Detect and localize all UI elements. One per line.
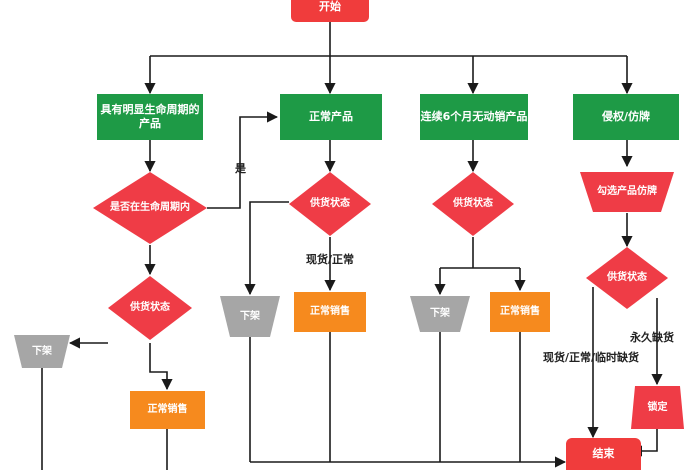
edge-label-yes: 是 bbox=[235, 162, 246, 175]
start-node bbox=[291, 0, 369, 22]
supply-status-label-infringe: 供货状态 bbox=[607, 272, 647, 283]
in-lifecycle-label: 是否在生命周期内 bbox=[110, 202, 190, 213]
lock-label: 锁定 bbox=[647, 401, 668, 413]
supply-status-decision-lifecycle bbox=[108, 276, 192, 340]
supply-status-decision-infringe bbox=[586, 247, 668, 309]
lifecycle-product-node bbox=[97, 94, 203, 140]
check-imitation-label: 勾选产品仿牌 bbox=[597, 186, 657, 197]
normal-sale-label-a: 正常销售 bbox=[147, 404, 188, 415]
supply-status-label-lifecycle: 供货状态 bbox=[130, 302, 170, 313]
infringement-node bbox=[573, 94, 679, 140]
lifecycle-product-label: 具有明显生命周期的产品 bbox=[100, 103, 200, 130]
normal-sale-label-c: 正常销售 bbox=[500, 306, 540, 317]
check-imitation-node bbox=[580, 172, 674, 212]
delist-node-c bbox=[410, 296, 470, 332]
slow-moving-product-node bbox=[420, 94, 528, 140]
edge-label-in-stock-normal: 现货/正常 bbox=[306, 253, 355, 266]
edge-label-permanent-out: 永久缺货 bbox=[630, 331, 674, 344]
normal-product-node bbox=[280, 94, 382, 140]
in-lifecycle-decision bbox=[93, 172, 207, 244]
slow-moving-product-label: 连续6个月无动销产品 bbox=[420, 110, 528, 123]
delist-node-a bbox=[14, 335, 70, 368]
normal-sale-node-b bbox=[294, 292, 366, 332]
connector-yes-to-normal bbox=[207, 111, 279, 209]
start-label: 开始 bbox=[319, 0, 341, 13]
infringement-label: 侵权/仿牌 bbox=[601, 110, 651, 123]
end-label: 结束 bbox=[592, 447, 615, 460]
end-node bbox=[566, 438, 641, 470]
delist-node-b bbox=[220, 296, 280, 337]
supply-status-label-slow: 供货状态 bbox=[453, 198, 493, 209]
edge-label-in-stock-temporary: 现货/正常/临时缺货 bbox=[543, 351, 640, 364]
lock-node bbox=[631, 386, 684, 429]
normal-sale-label-b: 正常销售 bbox=[310, 306, 350, 317]
supply-status-decision-normal bbox=[289, 172, 371, 236]
connector-supply-to-delist-b bbox=[244, 201, 289, 296]
connector-supply-to-sell-a bbox=[149, 343, 173, 391]
delist-label-b: 下架 bbox=[240, 310, 260, 322]
supply-status-label-normal: 供货状态 bbox=[310, 198, 350, 209]
delist-label-c: 下架 bbox=[430, 308, 450, 319]
normal-sale-node-a bbox=[130, 391, 205, 429]
delist-label-a: 下架 bbox=[32, 345, 52, 357]
normal-sale-node-c bbox=[490, 292, 550, 332]
supply-status-decision-slow bbox=[432, 172, 514, 236]
normal-product-label: 正常产品 bbox=[309, 110, 353, 123]
